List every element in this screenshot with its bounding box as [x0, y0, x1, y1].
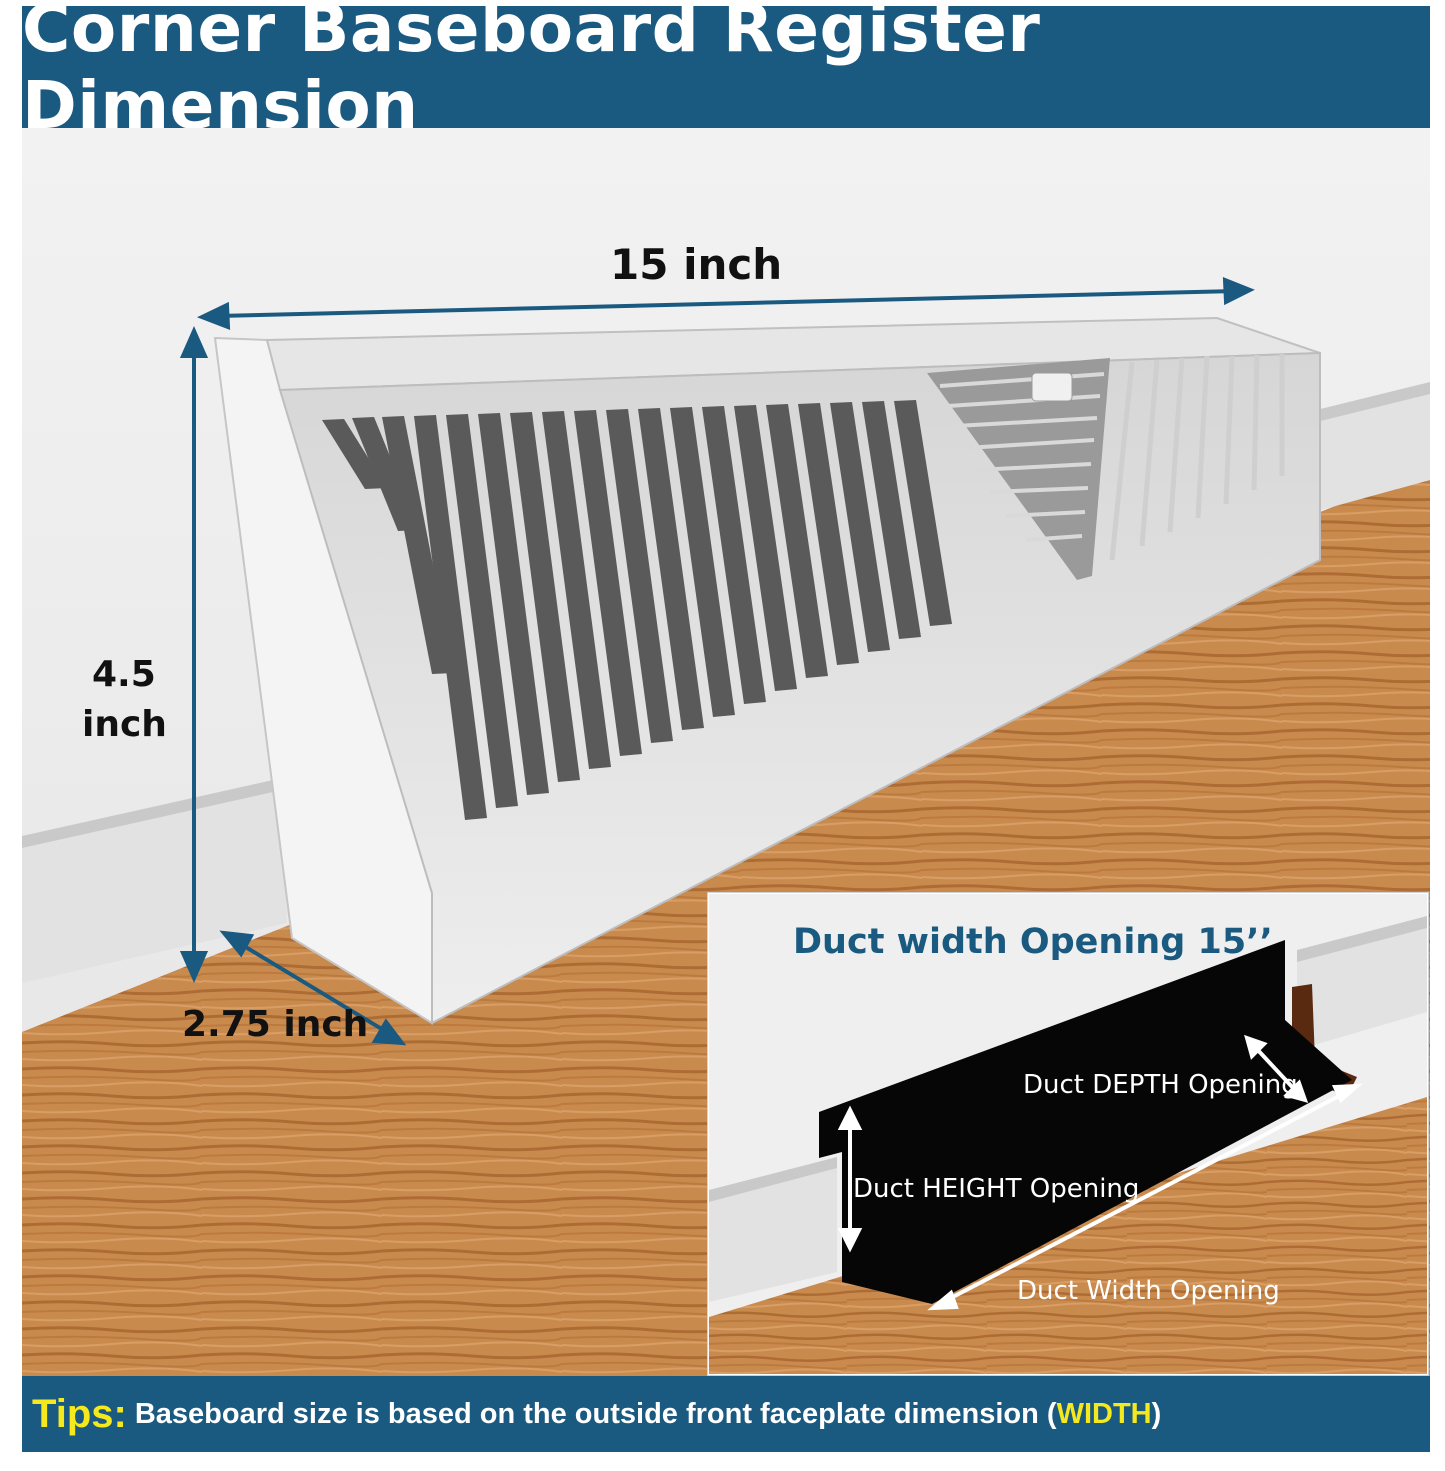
duct-depth-label: Duct DEPTH Opening — [1023, 1070, 1298, 1100]
inset-baseboard-left — [709, 1167, 837, 1302]
height-dimension-value: 4.5 — [92, 654, 156, 695]
depth-arrowhead-bottom — [371, 1018, 407, 1046]
duct-opening-illustration — [706, 891, 1430, 1377]
depth-dimension-line — [232, 938, 392, 1036]
damper-lever — [1031, 372, 1073, 402]
width-dimension-line — [216, 289, 1238, 318]
depth-arrowhead-top — [219, 930, 255, 958]
duct-width-label: Duct Width Opening — [1017, 1276, 1280, 1306]
inset-title: Duct width Opening 15’’ — [793, 922, 1273, 962]
height-arrowhead-top — [179, 326, 209, 358]
duct-height-label: Duct HEIGHT Opening — [853, 1174, 1140, 1204]
register-louvers — [322, 400, 952, 820]
tips-banner: Tips: Baseboard size is based on the out… — [22, 1376, 1430, 1452]
duct-width-line — [946, 1092, 1344, 1302]
tips-text: Baseboard size is based on the outside f… — [135, 1398, 1161, 1431]
page-title: Corner Baseboard Register Dimension — [22, 0, 1041, 144]
tips-key: Tips: — [32, 1391, 127, 1436]
height-arrowhead-bottom — [179, 951, 209, 983]
dimension-arrows — [179, 276, 1255, 1046]
duct-depth-line — [1253, 1045, 1297, 1092]
width-dimension-label: 15 inch — [610, 240, 783, 289]
depth-dimension-label: 2.75 inch — [182, 1004, 369, 1045]
tips-text-main: Baseboard size is based on the outside f… — [134, 1397, 1057, 1430]
duct-opening-inset: Duct width Opening 15’’ Duct DEPTH Openi… — [706, 891, 1430, 1377]
baseboard-trim-left — [22, 788, 287, 983]
register-louvers-right — [1109, 354, 1285, 561]
duct-opening-shape — [819, 940, 1352, 1304]
width-arrowhead-left — [196, 301, 231, 330]
inset-baseboard-right — [1297, 927, 1427, 1050]
baseboard-trim-right — [1292, 393, 1430, 518]
inset-arrows — [837, 1034, 1363, 1311]
tips-text-end: ) — [1151, 1397, 1162, 1430]
width-arrowhead-right — [1222, 276, 1255, 306]
tips-highlight: WIDTH — [1056, 1397, 1152, 1430]
title-banner: Corner Baseboard Register Dimension — [22, 0, 1430, 144]
diffuser-vanes — [939, 372, 1105, 542]
height-dimension-unit: inch — [82, 704, 167, 745]
